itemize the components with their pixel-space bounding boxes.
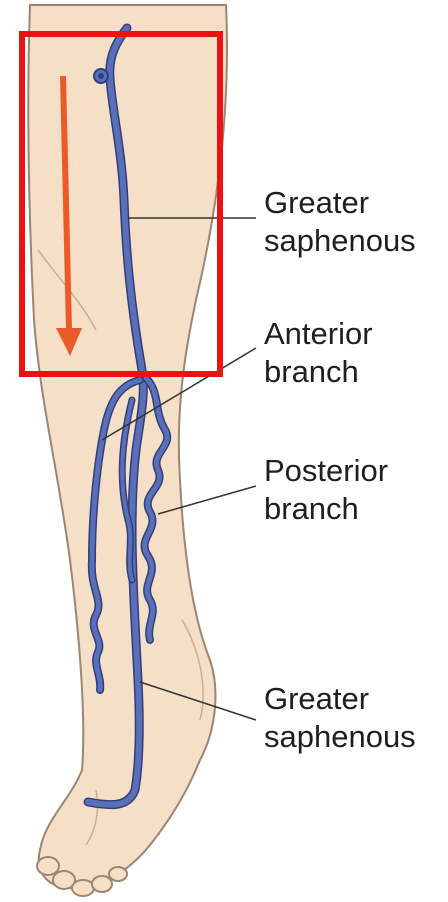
label-greater-saphenous-upper: Greater saphenous xyxy=(264,184,416,260)
label-line: saphenous xyxy=(264,718,416,756)
label-line: Greater xyxy=(264,680,416,718)
label-line: branch xyxy=(264,490,388,528)
label-line: Posterior xyxy=(264,452,388,490)
label-posterior-branch: Posterior branch xyxy=(264,452,388,528)
label-line: Greater xyxy=(264,184,416,222)
label-anterior-branch: Anterior branch xyxy=(264,315,373,391)
label-greater-saphenous-lower: Greater saphenous xyxy=(264,680,416,756)
leg-silhouette xyxy=(28,5,227,888)
label-line: Anterior xyxy=(264,315,373,353)
saphenofemoral-junction xyxy=(94,69,108,83)
label-line: branch xyxy=(264,353,373,391)
label-line: saphenous xyxy=(264,222,416,260)
